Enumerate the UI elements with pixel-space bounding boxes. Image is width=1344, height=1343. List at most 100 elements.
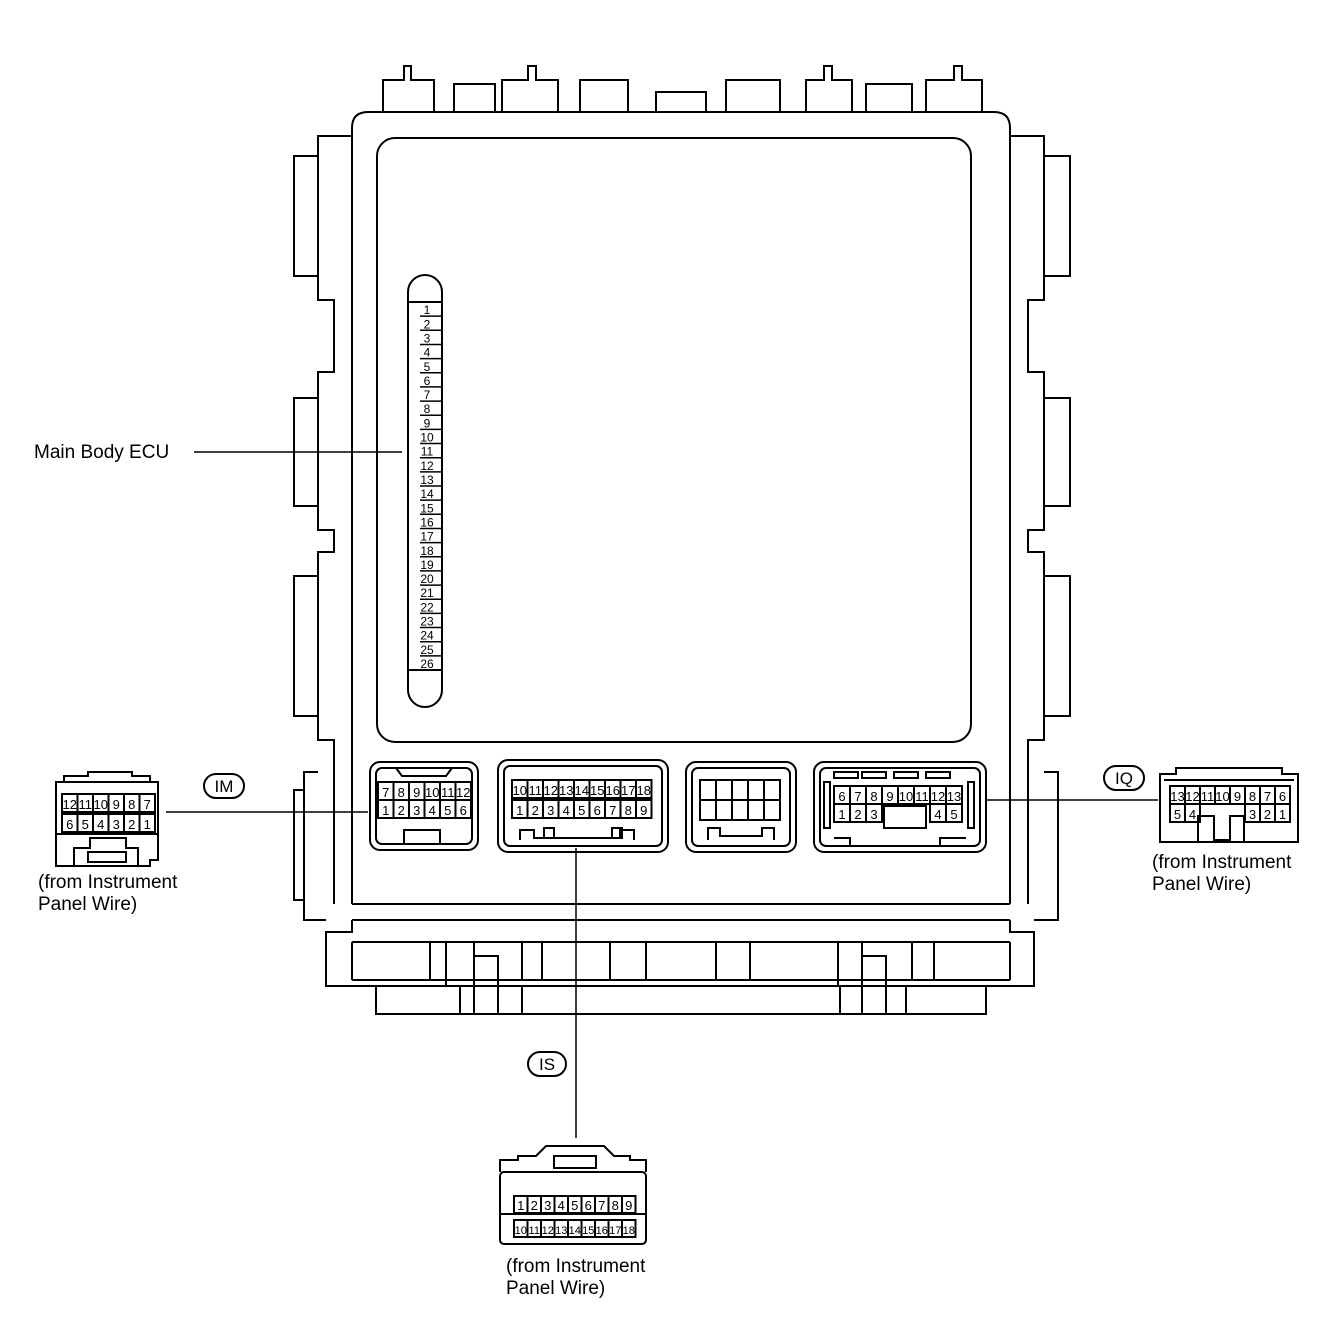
plug-im-top-pin-number: 11 <box>79 797 93 812</box>
right-side-steps <box>1010 135 1071 921</box>
fuse-number: 18 <box>420 544 434 558</box>
plug-is-top-pin-number: 7 <box>598 1198 605 1213</box>
ecu-blank-cavity <box>747 779 765 801</box>
plug-iq-top-pin-number: 10 <box>1215 789 1229 804</box>
fuse-number: 2 <box>424 317 431 331</box>
fuse-number: 14 <box>420 487 434 501</box>
ecu-is-bottom-pin-number: 5 <box>578 803 585 818</box>
ecu-im-bottom-pin-number: 2 <box>398 803 405 818</box>
ecu-im-top-pin-number: 11 <box>441 785 455 800</box>
fuse-number: 24 <box>420 629 434 643</box>
ecu-connector-blank <box>685 761 797 853</box>
ecu-is-bottom-pin-number: 9 <box>640 803 647 818</box>
plug-iq-bottom-pin-number: 2 <box>1264 807 1271 822</box>
plug-is-bottom-pin-number: 17 <box>609 1225 621 1237</box>
connector-code-im: IM <box>215 777 234 796</box>
plug-iq-top-pin-number: 13 <box>1170 789 1184 804</box>
plug-im-top-pin-number: 10 <box>94 797 108 812</box>
iq-source-line2: Panel Wire) <box>1152 874 1251 895</box>
ecu-im-top-pin-number: 7 <box>382 785 389 800</box>
plug-is-bottom-pin-number: 10 <box>515 1225 527 1237</box>
ecu-iq-latch <box>893 771 919 779</box>
ecu-iq-latch <box>861 771 887 779</box>
ecu-is-top-pin-number: 18 <box>637 783 651 798</box>
fuse-number: 16 <box>420 515 434 529</box>
ecu-iq-bottom-cell <box>945 803 963 823</box>
fuse-number: 1 <box>424 303 431 317</box>
plug-is-bottom-pin-number: 13 <box>555 1225 567 1237</box>
plug-is-bottom-pin-number: 14 <box>569 1225 581 1237</box>
plug-iq-top-pin-number: 12 <box>1185 789 1199 804</box>
plug-is-top-pin-number: 4 <box>558 1198 565 1213</box>
fuse-strip: 1234567891011121314151617181920212223242… <box>407 274 443 708</box>
fuse-number: 21 <box>420 586 434 600</box>
ecu-blank-cavity <box>699 799 717 821</box>
ecu-im-bottom-pin-number: 6 <box>460 803 467 818</box>
im-source-line2: Panel Wire) <box>38 894 137 915</box>
ecu-blank-cavity <box>699 779 717 801</box>
plug-iq-top-pin-number: 6 <box>1279 789 1286 804</box>
ecu-im-bottom-pin-number: 1 <box>382 803 389 818</box>
fuse-number: 6 <box>424 374 431 388</box>
ecu-is-bottom-cell <box>635 799 653 819</box>
fuse-number: 22 <box>420 600 434 614</box>
is-source-line2: Panel Wire) <box>506 1278 605 1299</box>
ecu-im-bottom-pin-number: 3 <box>413 803 420 818</box>
plug-is-bottom-pin-number: 12 <box>542 1225 554 1237</box>
plug-im-bottom-cell <box>138 813 156 833</box>
top-tabs <box>382 65 983 112</box>
fuse-number: 11 <box>421 445 434 459</box>
ecu-blank-cavity <box>763 779 781 801</box>
ecu-im-top-pin-number: 8 <box>398 785 405 800</box>
ecu-body-outline <box>351 111 1011 904</box>
ecu-is-bottom-pin-number: 8 <box>625 803 632 818</box>
ecu-iq-latch <box>925 771 951 779</box>
plug-im-top-pin-number: 8 <box>128 797 135 812</box>
fuse-cells: 1234567891011121314151617181920212223242… <box>407 301 443 671</box>
plug-iq-bottom-pin-number: 5 <box>1174 807 1181 822</box>
ecu-iq-bottom-pin-number: 2 <box>854 807 861 822</box>
plug-iq-top-pin-number: 9 <box>1234 789 1241 804</box>
fuse-number: 12 <box>420 459 434 473</box>
ecu-is-top-pin-number: 16 <box>606 783 620 798</box>
fuse-number: 5 <box>424 360 431 374</box>
plug-iq-top-pin-number: 7 <box>1264 789 1271 804</box>
ecu-im-bottom-pin-number: 4 <box>429 803 436 818</box>
ecu-iq-bottom-cell <box>865 803 883 823</box>
connector-code-is: IS <box>539 1055 555 1074</box>
fuse-number: 7 <box>424 388 431 402</box>
fuse-number: 23 <box>420 615 434 629</box>
fuse-number: 17 <box>420 530 434 544</box>
plug-im-bottom-pin-number: 2 <box>128 817 135 832</box>
plug-iq-bottom-pin-number: 1 <box>1279 807 1286 822</box>
plug-im-bottom-pin-number: 1 <box>144 817 151 832</box>
plug-iq-bottom-cell <box>1274 803 1291 823</box>
plug-is-bottom-cell <box>621 1219 637 1238</box>
ecu-is-bottom-pin-number: 3 <box>547 803 554 818</box>
ecu-im-top-pin-number: 10 <box>425 785 439 800</box>
ecu-iq-top-pin-number: 13 <box>947 789 961 804</box>
plug-iq-bottom-pin-number: 3 <box>1249 807 1256 822</box>
plug-is-bottom-pin-number: 16 <box>596 1225 608 1237</box>
plug-im-bottom-pin-number: 6 <box>66 817 73 832</box>
ecu-iq-top-pin-number: 12 <box>931 789 945 804</box>
ecu-blank-cavity <box>715 799 733 821</box>
plug-iq-top-pin-number: 8 <box>1249 789 1256 804</box>
ecu-is-bottom-pin-number: 2 <box>532 803 539 818</box>
fuse-number: 26 <box>420 657 434 671</box>
ecu-blank-cavity <box>731 779 749 801</box>
ecu-im-top-pin-number: 12 <box>456 785 470 800</box>
ecu-iq-bottom-pin-number: 4 <box>934 807 941 822</box>
iq-source-line1: (from Instrument <box>1152 852 1292 873</box>
plug-iq-bottom-pin-number: 4 <box>1189 807 1196 822</box>
ecu-im-top-pin-number: 9 <box>413 785 420 800</box>
ecu-is-bottom-pin-number: 4 <box>563 803 570 818</box>
plug-im-bottom-pin-number: 4 <box>97 817 104 832</box>
ecu-is-bottom-pin-number: 6 <box>594 803 601 818</box>
fuse-number: 9 <box>424 416 431 430</box>
